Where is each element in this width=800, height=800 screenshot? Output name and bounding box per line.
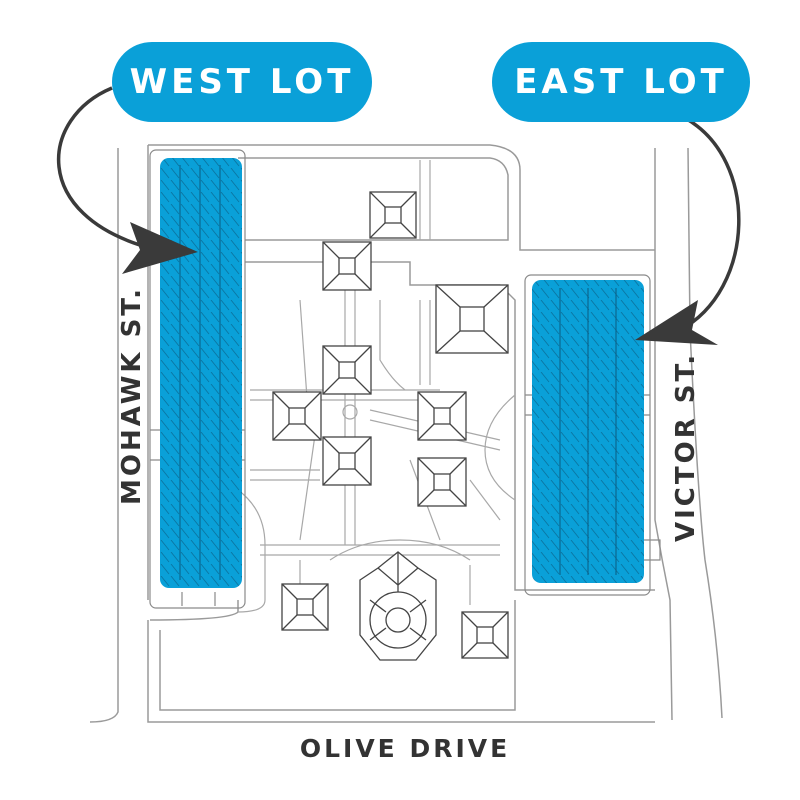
southeast-road bbox=[159, 600, 516, 711]
building bbox=[417, 457, 467, 507]
west-lot-area bbox=[160, 158, 242, 588]
building bbox=[281, 583, 329, 631]
victor-street-edge-outer bbox=[687, 147, 723, 719]
victor-street-edge-inner bbox=[654, 148, 673, 721]
road-network bbox=[89, 144, 723, 723]
west-road-south bbox=[149, 600, 239, 621]
buildings bbox=[272, 191, 509, 661]
curved-arrow-icon bbox=[635, 116, 741, 345]
mohawk-street-label: MOHAWK ST. bbox=[117, 286, 147, 505]
building bbox=[322, 241, 372, 291]
victor-street-label: VICTOR ST. bbox=[671, 351, 701, 542]
olive-drive-edge bbox=[147, 620, 655, 723]
north-inner-road bbox=[238, 157, 509, 241]
building bbox=[322, 345, 372, 395]
curved-arrow-icon bbox=[56, 86, 198, 274]
mohawk-street-edge bbox=[89, 148, 119, 723]
north-boundary bbox=[147, 144, 655, 600]
building bbox=[435, 284, 509, 354]
west-lot-label: WEST LOT bbox=[112, 42, 372, 122]
rotunda-building bbox=[359, 551, 437, 661]
building bbox=[369, 191, 417, 239]
building bbox=[272, 391, 322, 441]
building bbox=[461, 611, 509, 659]
east-lot-area bbox=[532, 280, 644, 583]
east-lot-label: EAST LOT bbox=[492, 42, 750, 122]
building bbox=[322, 436, 372, 486]
building bbox=[417, 391, 467, 441]
olive-drive-label: OLIVE DRIVE bbox=[299, 734, 511, 763]
